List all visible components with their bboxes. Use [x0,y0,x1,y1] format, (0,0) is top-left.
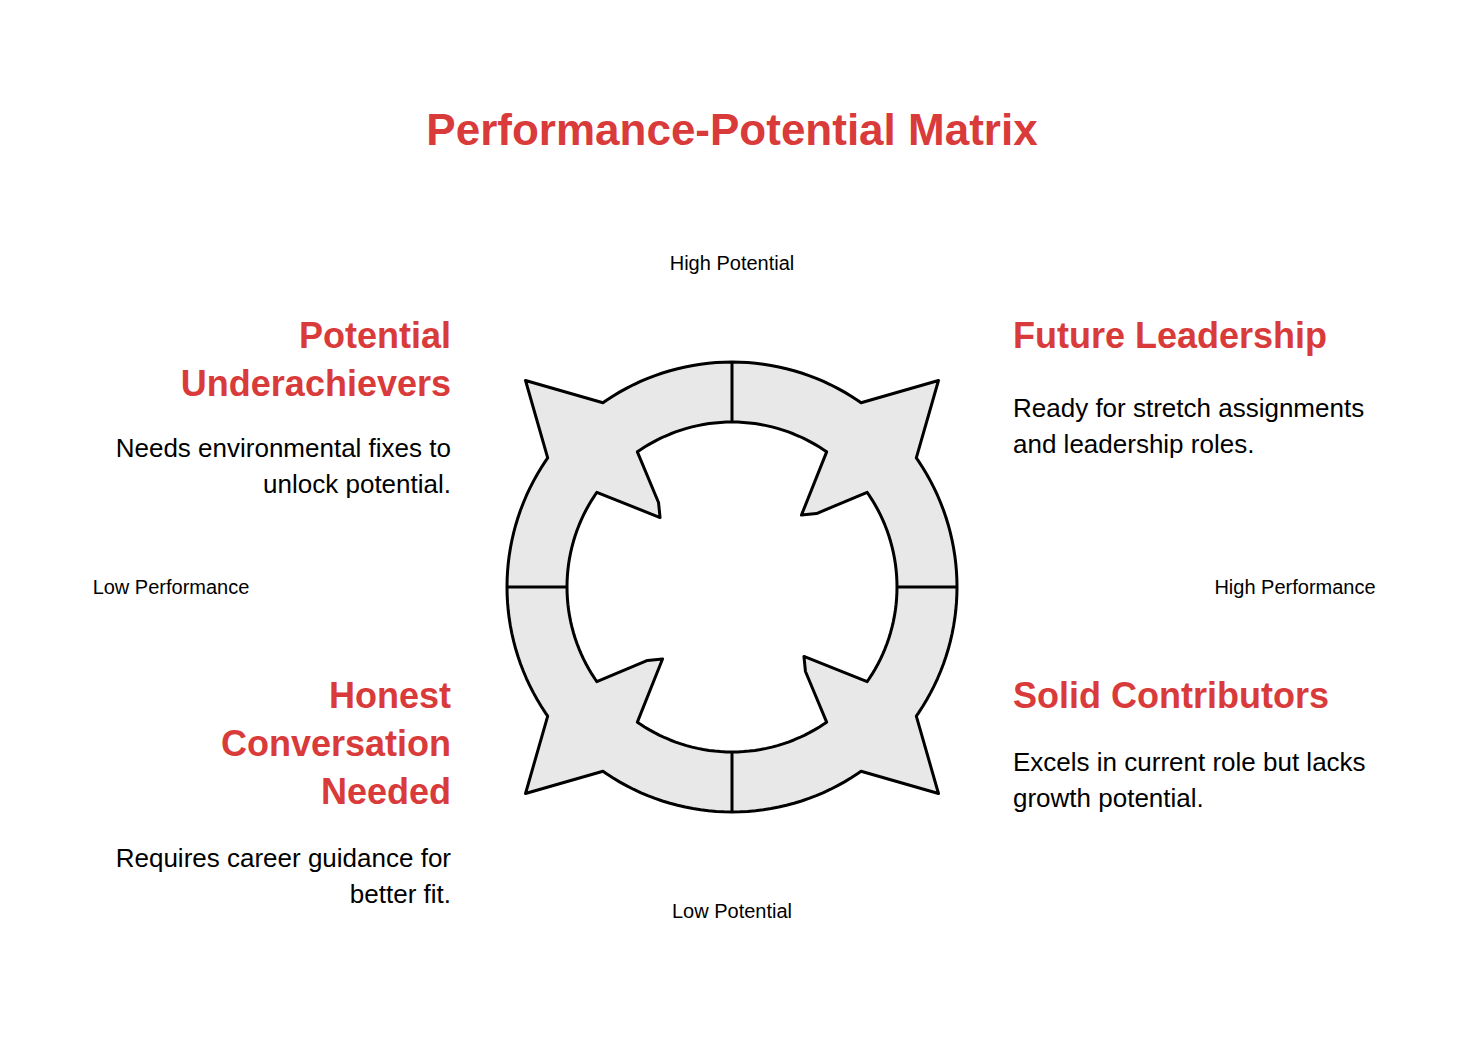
ring-dividers [507,362,957,812]
quadrant-heading: Future Leadership [1013,312,1387,360]
quadrant-description: Needs environmental fixes to unlock pote… [91,430,451,502]
axis-label: Low Performance [93,575,250,599]
quadrant-heading: Solid Contributors [1013,672,1387,720]
axis-label: High Potential [670,251,795,275]
quadrant-description: Excels in current role but lacks growth … [1013,744,1387,816]
axis-label: High Performance [1214,575,1375,599]
ring-divider [897,586,957,589]
ring-divider [507,586,567,589]
quadrant-description: Ready for stretch assignments and leader… [1013,390,1387,462]
ring-divider [731,362,734,422]
quadrant-heading: Honest Conversation Needed [151,672,451,816]
ring-divider [731,752,734,812]
quadrant-heading: Potential Underachievers [141,312,451,408]
cycle-ring [507,362,957,812]
diagram-title: Performance-Potential Matrix [426,104,1037,156]
quadrant-description: Requires career guidance for better fit. [91,840,451,912]
axis-label: Low Potential [672,899,792,923]
